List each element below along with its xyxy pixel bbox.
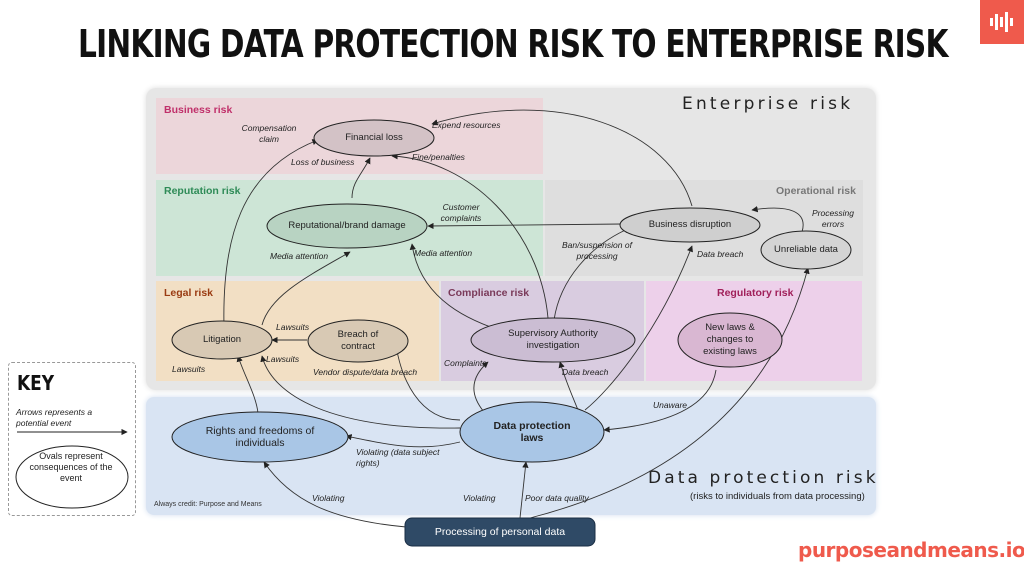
compliance-risk-label: Compliance risk: [448, 287, 530, 299]
label-lawsuits-top: Lawsuits: [276, 322, 310, 332]
label-data-breach-op: Data breach: [697, 249, 744, 259]
data-protection-risk-label: Data protection risk: [648, 468, 879, 488]
label-unaware: Unaware: [653, 400, 688, 410]
litigation-text: Litigation: [202, 334, 242, 345]
key-arrow-icon: [17, 428, 128, 436]
label-fine-penalties: Fine/penalties: [412, 152, 465, 162]
label-expend-resources: Expend resources: [432, 120, 501, 130]
breach-of-contract-text: Breach of contract: [337, 329, 379, 352]
credit-note: Always credit: Purpose and Means: [154, 501, 262, 508]
supervisory-authority-text: Supervisory Authority investigation: [508, 328, 598, 351]
financial-loss-oval: [313, 119, 435, 157]
reputational-damage-oval: [266, 203, 428, 249]
arrow-ban-suspension: [553, 227, 631, 321]
label-lawsuits-left: Lawsuits: [172, 364, 206, 374]
arrow-media-attention-left: [261, 251, 351, 326]
label-data-breach-comp: Data breach: [562, 367, 609, 377]
data-protection-laws-text: Data protection laws: [493, 420, 571, 444]
label-lawsuits-mid: Lawsuits: [266, 354, 300, 364]
arrow-fine-penalties: [391, 153, 549, 319]
enterprise-risk-label: Enterprise risk: [682, 94, 854, 114]
data-protection-risk-sublabel: (risks to individuals from data processi…: [690, 491, 865, 502]
unreliable-data-oval: [760, 230, 852, 270]
arrow-poor-data-quality: [529, 267, 810, 519]
legal-risk-label: Legal risk: [164, 287, 214, 299]
arrow-violating-mid: [519, 461, 529, 519]
label-processing-errors: Processing errors: [811, 208, 855, 229]
label-media-attention-mid: Media attention: [414, 248, 473, 258]
arrow-lawsuits-left: [260, 355, 461, 429]
label-compensation-claim: Compensation claim: [241, 123, 297, 144]
data-protection-laws-oval: [459, 401, 605, 463]
label-violating-dsr: Violating (data subject rights): [356, 447, 440, 468]
label-poor-data-quality: Poor data quality: [525, 493, 589, 503]
label-violating-mid: Violating: [463, 493, 496, 503]
label-violating-left: Violating: [312, 493, 345, 503]
arrow-rights-to-litigation: [236, 355, 259, 414]
label-complaints: Complaints: [444, 358, 487, 368]
business-disruption-text: Business disruption: [648, 219, 732, 230]
arrow-complaints: [473, 361, 489, 413]
key-oval-text: Ovals represent consequences of the even…: [29, 451, 113, 483]
breach-of-contract-oval: [307, 319, 409, 363]
label-customer-complaints: Customer complaints: [440, 202, 482, 223]
arrow-processing-errors: [751, 206, 804, 233]
supervisory-authority-oval: [470, 317, 636, 363]
reputational-damage-text: Reputational/brand damage: [288, 220, 406, 231]
processing-text: Processing of personal data: [434, 526, 566, 538]
page-title: LINKING DATA PROTECTION RISK TO ENTERPRI…: [78, 22, 948, 66]
key-title: KEY: [17, 371, 55, 395]
regulatory-risk-label: Regulatory risk: [717, 287, 794, 299]
arrow-loss-of-business: [351, 157, 371, 199]
financial-loss-text: Financial loss: [345, 132, 403, 143]
label-vendor-dispute: Vendor dispute/data breach: [313, 367, 418, 377]
reputation-risk-label: Reputation risk: [164, 185, 241, 197]
diagram-key: KEY Arrows represents a potential event …: [8, 362, 136, 516]
business-disruption-oval: [619, 207, 761, 243]
processing-box: [404, 517, 596, 547]
arrow-violating-left: [263, 461, 407, 528]
label-loss-of-business: Loss of business: [291, 157, 355, 167]
arrow-data-breach-comp: [558, 361, 579, 411]
brand-footer: purposeandmeans.io: [798, 538, 1024, 562]
arrow-vendor-dispute: [392, 337, 461, 421]
litigation-oval: [171, 320, 273, 360]
key-oval-icon: [15, 445, 129, 509]
arrow-data-breach-op: [584, 245, 693, 411]
arrow-compensation-claim: [223, 139, 319, 328]
arrow-unaware: [603, 369, 717, 433]
arrow-expend-resources: [431, 109, 693, 207]
sound-wave-icon: [990, 12, 1013, 32]
brand-logo: [980, 0, 1024, 44]
operational-risk-label: Operational risk: [776, 185, 856, 197]
rights-freedoms-text: Rights and freedoms of individuals: [205, 425, 315, 449]
arrow-customer-complaints: [427, 222, 623, 230]
arrow-violating-dsr: [345, 434, 461, 448]
business-risk-label: Business risk: [164, 104, 233, 116]
key-arrow-text: Arrows represents a potential event: [16, 407, 93, 428]
unreliable-data-text: Unreliable data: [774, 244, 838, 255]
new-laws-oval: [677, 312, 783, 368]
label-media-attention-left: Media attention: [270, 251, 329, 261]
label-ban-suspension: Ban/suspension of processing: [562, 240, 632, 261]
new-laws-text: New laws & changes to existing laws: [703, 322, 757, 357]
rights-freedoms-oval: [171, 411, 349, 463]
